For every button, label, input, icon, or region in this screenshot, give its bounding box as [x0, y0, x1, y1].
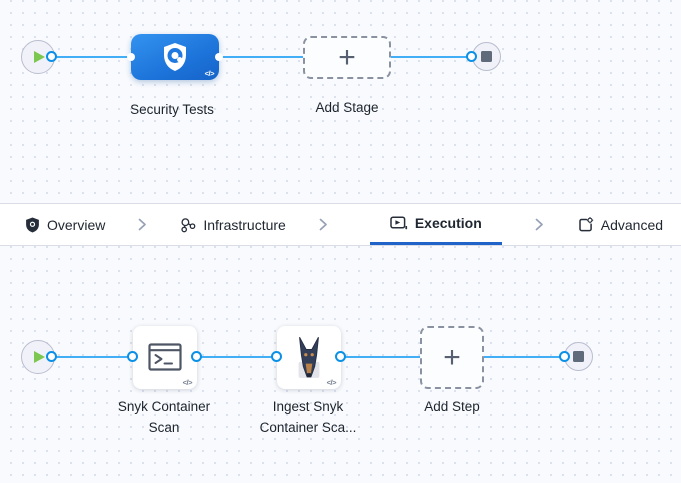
execution-icon [390, 215, 407, 229]
step-port-right[interactable] [335, 351, 346, 362]
code-badge: </> [182, 378, 193, 387]
step-port-left[interactable] [271, 351, 282, 362]
snyk-doberman-icon [298, 336, 320, 378]
infrastructure-icon [181, 217, 196, 232]
shield-icon [26, 217, 39, 232]
stage-canvas: </> + Security Tests Add Stage [0, 0, 681, 203]
stage-label: Security Tests [130, 102, 214, 117]
start-port[interactable] [46, 351, 57, 362]
plus-icon: + [338, 40, 356, 74]
add-step-button[interactable]: + [420, 326, 484, 389]
stage-node-security-tests[interactable]: </> [131, 34, 219, 80]
tab-overview[interactable]: Overview [25, 204, 105, 245]
step-label: Snyk Container Scan [117, 399, 211, 435]
step-node-snyk-container-scan[interactable]: </> [133, 326, 197, 389]
step-node-ingest-snyk[interactable]: </> [277, 326, 341, 389]
stage-port-left[interactable] [127, 53, 135, 61]
chevron-right-icon [535, 218, 543, 231]
tab-label: Overview [47, 216, 106, 233]
end-port[interactable] [559, 351, 570, 362]
execution-canvas: </> </> + Snyk Container Scan I [0, 246, 681, 483]
code-badge: </> [326, 378, 337, 387]
terminal-icon [148, 343, 182, 371]
advanced-gear-icon [579, 217, 593, 232]
stage-port-right[interactable] [215, 53, 223, 61]
code-badge: </> [204, 69, 215, 78]
stop-icon [573, 351, 584, 362]
tab-advanced[interactable]: Advanced [577, 204, 663, 245]
step-port-right[interactable] [191, 351, 202, 362]
start-port[interactable] [46, 51, 57, 62]
tab-label: Advanced [600, 216, 664, 233]
chevron-right-icon [319, 218, 327, 231]
play-icon [34, 51, 45, 63]
security-shield-icon [164, 43, 186, 71]
tab-execution[interactable]: Execution [369, 204, 502, 245]
add-stage-button[interactable]: + [303, 36, 391, 79]
step-label: Ingest Snyk Container Sca... [259, 399, 357, 435]
stage-edge [52, 56, 472, 58]
add-stage-label: Add Stage [315, 100, 379, 115]
stage-config-tabbar: Overview Infrastructure [0, 203, 681, 246]
stop-icon [481, 51, 492, 62]
tab-label: Execution [414, 215, 482, 231]
end-port[interactable] [466, 51, 477, 62]
tab-label: Infrastructure [203, 216, 286, 233]
chevron-right-icon [139, 218, 147, 231]
step-port-left[interactable] [127, 351, 138, 362]
add-step-label: Add Step [424, 399, 480, 414]
play-icon [34, 351, 45, 363]
plus-icon: + [443, 340, 461, 374]
tab-infrastructure[interactable]: Infrastructure [180, 204, 286, 245]
